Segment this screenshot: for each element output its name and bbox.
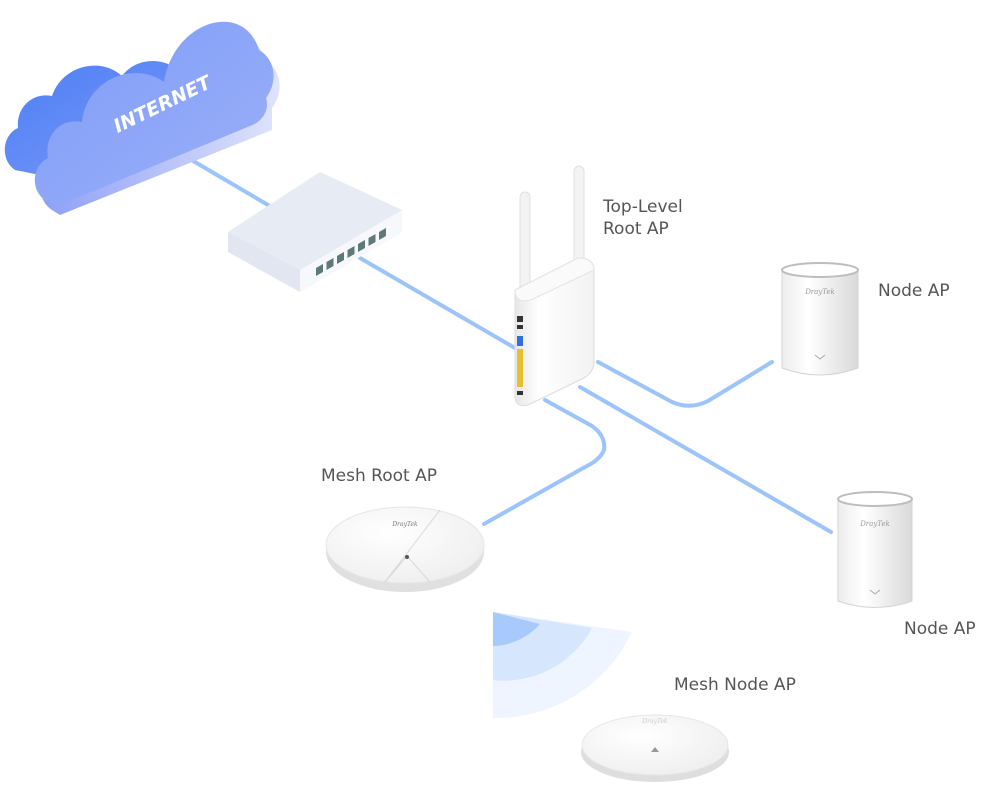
mesh-root-ap-label: Mesh Root AP [321,466,437,486]
switch-ports [316,228,386,276]
network-switch-icon [228,172,402,292]
mesh-node-ap-brand: DrayTek [641,718,668,725]
node-ap-2-label: Node AP [904,619,976,639]
switch-port [347,246,355,258]
top-level-root-ap-label: Top-Level Root AP [603,196,683,240]
node-ap-2-icon: DrayTek [837,491,913,608]
link-cloud-to-switch [181,153,270,207]
top-level-root-ap-label-line2: Root AP [603,219,669,239]
switch-port [358,240,365,252]
node-ap-1-brand: DrayTek [804,288,835,296]
switch-port [326,258,334,270]
mesh-root-ap-brand: DrayTek [391,521,418,528]
link-router-to-node-ap-1 [596,360,774,408]
top-level-root-ap-label-line1: Top-Level [603,197,683,217]
switch-port [337,252,344,264]
mesh-node-ap-label: Mesh Node AP [674,675,796,695]
link-router-to-mesh-root [482,398,607,526]
wifi-signal-icon [493,612,632,719]
mesh-node-ap-icon: DrayTek [581,714,729,782]
node-ap-1-label: Node AP [878,281,950,301]
switch-port [379,228,386,240]
router-icon [514,165,595,407]
links [181,153,833,534]
node-ap-2-brand: DrayTek [859,520,890,528]
link-switch-to-router [358,256,517,350]
node-ap-1-icon: DrayTek [781,262,859,376]
switch-port [368,234,376,246]
switch-port [316,264,323,276]
link-router-to-node-ap-2 [578,385,833,534]
mesh-root-ap-icon: DrayTek [325,506,485,592]
internet-cloud-icon: INTERNET [4,21,280,215]
